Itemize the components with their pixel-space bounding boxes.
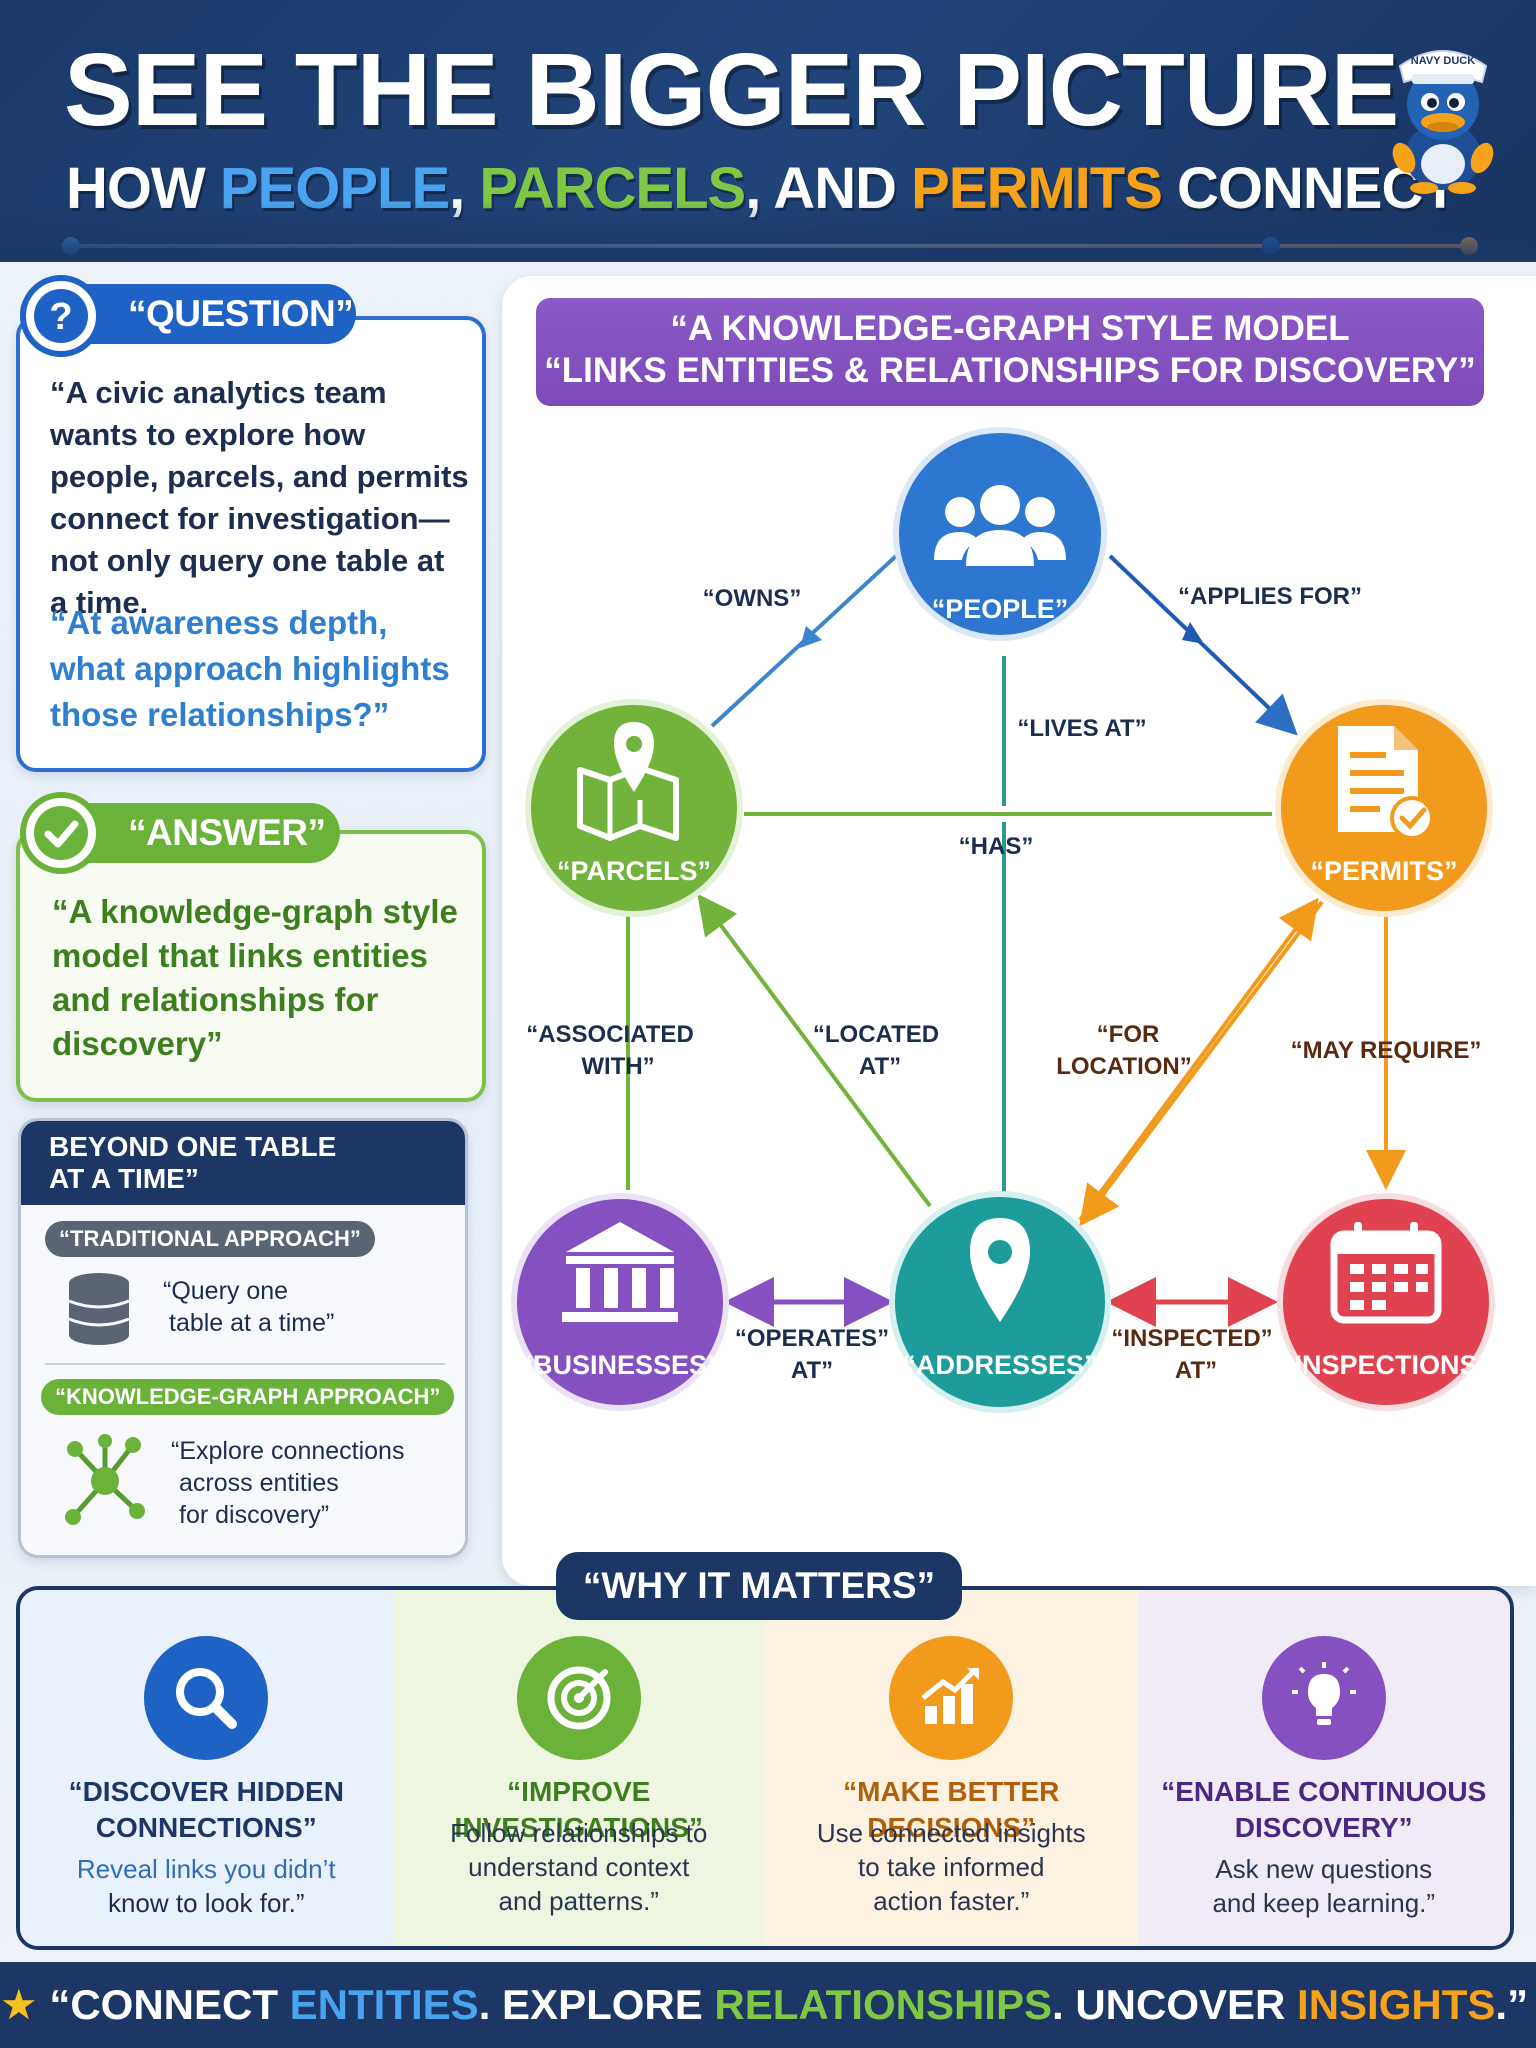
why-desc-line: and keep learning.” xyxy=(1212,1888,1436,1918)
subtitle-people: PEOPLE xyxy=(219,156,450,221)
answer-card xyxy=(16,830,486,1102)
svg-text:?: ? xyxy=(49,296,72,338)
question-tab: “QUESTION” xyxy=(20,284,356,344)
traditional-text-line: “Query one xyxy=(163,1277,289,1305)
footer-relationships: RELATIONSHIPS xyxy=(714,1981,1053,2028)
why-desc-line: and patterns.” xyxy=(498,1886,659,1916)
footer-entities: ENTITIES xyxy=(289,1981,479,2028)
footer-text: . EXPLORE xyxy=(478,1981,715,2028)
page-subtitle: HOW PEOPLE, PARCELS, AND PERMITS CONNECT xyxy=(66,160,1458,218)
why-desc-line: Use connected insights xyxy=(816,1818,1086,1848)
why-title-line: “MAKE BETTER DECISIONS” xyxy=(843,1776,1060,1843)
question-prompt: “At awareness depth, what approach highl… xyxy=(50,604,450,733)
knowledge-graph-panel xyxy=(502,276,1536,1586)
answer-text: “A knowledge-graph style model that link… xyxy=(52,893,458,1062)
footer-insights: INSIGHTS xyxy=(1297,1981,1496,2028)
question-mark-icon: ? xyxy=(20,275,102,357)
why-title-line: “ENABLE CONTINUOUS xyxy=(1161,1776,1487,1807)
why-desc: Follow relationships to understand conte… xyxy=(393,1816,766,1918)
why-it-matters-section: “DISCOVER HIDDEN CONNECTIONS” Reveal lin… xyxy=(16,1586,1514,1950)
question-text: “A civic analytics team wants to explore… xyxy=(50,375,469,620)
footer-text: .” xyxy=(1495,1981,1529,2028)
graph-text-line: for discovery” xyxy=(179,1501,330,1529)
why-desc-line: know to look for.” xyxy=(107,1888,305,1918)
traditional-approach-label: “TRADITIONAL APPROACH” xyxy=(45,1221,375,1257)
why-desc-line: understand context xyxy=(468,1852,690,1882)
graph-banner-line: “LINKS ENTITIES & RELATIONSHIPS FOR DISC… xyxy=(544,351,1476,390)
subtitle-text: , xyxy=(449,156,480,221)
database-icon xyxy=(68,1273,130,1345)
why-item-decisions: “MAKE BETTER DECISIONS” Use connected in… xyxy=(765,1590,1138,1946)
why-title-line: “DISCOVER HIDDEN xyxy=(68,1776,344,1807)
why-desc-line: to take informed xyxy=(858,1852,1045,1882)
knowledge-graph-approach-label: “KNOWLEDGE-GRAPH APPROACH” xyxy=(41,1379,455,1415)
subtitle-text: , AND xyxy=(745,156,912,221)
graph-text-line: “Explore connections xyxy=(171,1437,405,1465)
checkmark-icon xyxy=(20,792,102,874)
why-title: “MAKE BETTER DECISIONS” xyxy=(765,1774,1138,1846)
graph-banner-line: “A KNOWLEDGE-GRAPH STYLE MODEL xyxy=(670,309,1350,348)
footer-text: “CONNECT xyxy=(49,1981,290,2028)
lightbulb-icon xyxy=(1261,1636,1386,1760)
network-icon xyxy=(65,1434,145,1525)
divider-dot xyxy=(62,237,80,255)
divider-dot xyxy=(1460,237,1478,255)
page-title: SEE THE BIGGER PICTURE xyxy=(64,32,1399,147)
beyond-title-line: BEYOND ONE TABLE xyxy=(49,1131,337,1162)
navy-duck-mascot: NAVY DUCK xyxy=(1392,50,1494,194)
footer-banner: ★ “CONNECT ENTITIES. EXPLORE RELATIONSHI… xyxy=(0,1962,1536,2048)
subtitle-permits: PERMITS xyxy=(911,156,1163,221)
header-banner: SEE THE BIGGER PICTURE HOW PEOPLE, PARCE… xyxy=(0,0,1536,262)
graph-text-line: across entities xyxy=(179,1469,339,1497)
why-item-discover: “DISCOVER HIDDEN CONNECTIONS” Reveal lin… xyxy=(20,1590,393,1946)
magnifier-icon xyxy=(144,1636,269,1760)
why-desc-line: Reveal links you didn’t xyxy=(76,1854,336,1884)
why-desc: Use connected insights to take informed … xyxy=(765,1816,1138,1918)
target-icon xyxy=(516,1636,641,1760)
subtitle-parcels: PARCELS xyxy=(479,156,746,221)
why-desc: Reveal links you didn’t know to look for… xyxy=(20,1852,393,1920)
why-desc-line: Follow relationships to xyxy=(450,1818,708,1848)
traditional-text: “Query one table at a time” xyxy=(163,1275,334,1339)
star-icon: ★ xyxy=(0,1981,38,2028)
traditional-text-line: table at a time” xyxy=(169,1309,335,1337)
why-it-matters-tab: “WHY IT MATTERS” xyxy=(556,1552,962,1620)
why-title: “IMPROVE INVESTIGATIONS” xyxy=(393,1774,766,1846)
subtitle-text: HOW xyxy=(66,156,220,221)
why-title: “DISCOVER HIDDEN CONNECTIONS” xyxy=(20,1774,393,1846)
why-title-line: CONNECTIONS” xyxy=(95,1812,317,1843)
why-desc: Ask new questions and keep learning.” xyxy=(1138,1852,1511,1920)
beyond-one-table-card: BEYOND ONE TABLE AT A TIME” “TRADITIONAL… xyxy=(18,1118,468,1558)
divider-dot xyxy=(1262,237,1280,255)
beyond-title-line: AT A TIME” xyxy=(49,1163,199,1194)
graph-banner: “A KNOWLEDGE-GRAPH STYLE MODEL “LINKS EN… xyxy=(536,298,1484,406)
question-card xyxy=(16,316,486,772)
why-desc-line: action faster.” xyxy=(873,1886,1030,1916)
growth-chart-icon xyxy=(889,1636,1014,1760)
mascot-hat-label: NAVY DUCK xyxy=(1411,55,1475,67)
why-desc-line: Ask new questions xyxy=(1215,1854,1433,1884)
beyond-card-title: BEYOND ONE TABLE AT A TIME” xyxy=(21,1121,465,1205)
divider xyxy=(45,1363,445,1365)
why-item-improve: “IMPROVE INVESTIGATIONS” Follow relation… xyxy=(392,1590,766,1946)
why-item-continuous: “ENABLE CONTINUOUS DISCOVERY” Ask new qu… xyxy=(1137,1590,1511,1946)
header-divider xyxy=(68,244,1468,248)
why-title: “ENABLE CONTINUOUS DISCOVERY” xyxy=(1138,1774,1511,1846)
footer-text: . UNCOVER xyxy=(1052,1981,1298,2028)
graph-approach-text: “Explore connections across entities for… xyxy=(171,1435,404,1531)
why-title-line: DISCOVERY” xyxy=(1234,1812,1413,1843)
why-title-line: “IMPROVE INVESTIGATIONS” xyxy=(454,1776,703,1843)
